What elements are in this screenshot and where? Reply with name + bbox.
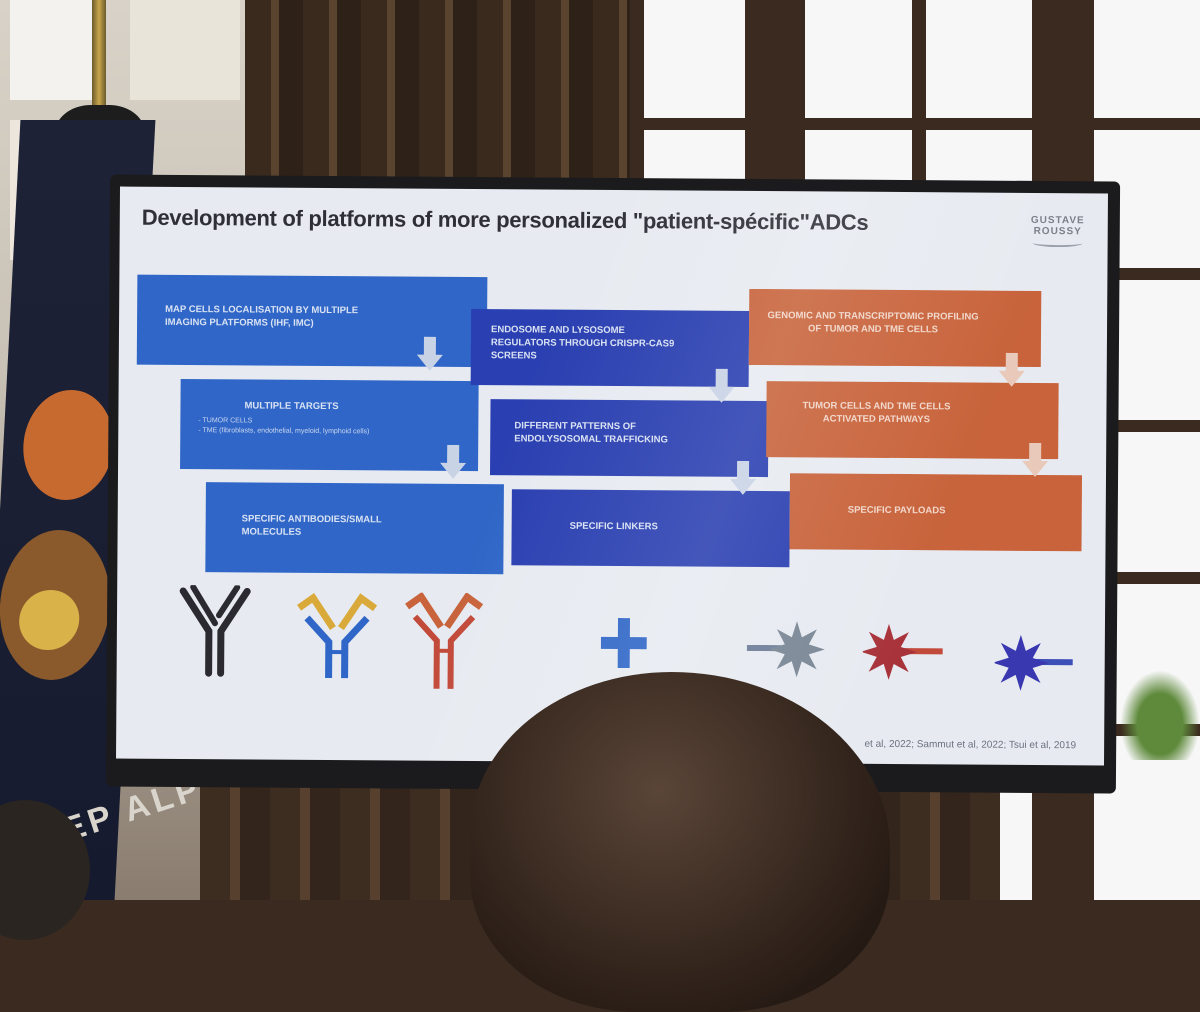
red-star-payload-icon <box>862 622 943 683</box>
box-genomic-profiling: GENOMIC AND TRANSCRIPTOMIC PROFILING OF … <box>748 288 1042 367</box>
down-arrow-icon <box>440 444 467 479</box>
window-mullion <box>912 0 926 190</box>
antibody-blue-yellow-icon <box>293 592 382 685</box>
down-arrow-icon <box>416 336 443 371</box>
box-text: MAP CELLS LOCALISATION BY MULTIPLE IMAGI… <box>165 303 359 329</box>
window-transom <box>630 118 1200 130</box>
box-text: GENOMIC AND TRANSCRIPTOMIC PROFILING OF … <box>767 310 979 336</box>
box-text: SPECIFIC PAYLOADS <box>847 504 946 517</box>
window-mullion <box>630 0 644 190</box>
palm-tree <box>1120 670 1200 760</box>
box-endosome-regulators: ENDOSOME AND LYSOSOME REGULATORS THROUGH… <box>470 309 750 387</box>
blue-star-payload-icon <box>994 633 1074 694</box>
slide-references: et al, 2022; Sammut et al, 2022; Tsui et… <box>864 738 1077 752</box>
flag-pole <box>92 0 106 110</box>
window-transom <box>1094 420 1200 432</box>
presentation-screen: Development of platforms of more persona… <box>116 186 1108 766</box>
window-transom <box>1094 572 1200 584</box>
box-text: TUMOR CELLS AND TME CELLS ACTIVATED PATH… <box>802 400 951 426</box>
slide-title: Development of platforms of more persona… <box>141 204 869 235</box>
box-text: MULTIPLE TARGETS <box>244 400 339 413</box>
antibody-black-icon <box>175 584 256 678</box>
box-specific-antibodies: SPECIFIC ANTIBODIES/SMALL MOLECULES <box>205 482 504 575</box>
box-endolysosomal-trafficking: DIFFERENT PATTERNS OF ENDOLYSOSOMAL TRAF… <box>490 399 769 478</box>
left-window-pane <box>130 0 240 100</box>
box-specific-linkers: SPECIFIC LINKERS <box>511 489 790 568</box>
logo-line-2: ROUSSY <box>1033 225 1082 238</box>
blue-cross-icon <box>600 618 647 669</box>
window-transom <box>1094 268 1200 280</box>
down-arrow-icon <box>708 368 735 403</box>
box-text: SPECIFIC LINKERS <box>569 520 658 533</box>
box-text: DIFFERENT PATTERNS OF ENDOLYSOSOMAL TRAF… <box>514 420 668 446</box>
box-activated-pathways: TUMOR CELLS AND TME CELLS ACTIVATED PATH… <box>766 381 1059 460</box>
down-arrow-icon <box>1022 442 1049 477</box>
logo-swoosh-icon <box>1032 238 1083 248</box>
flag-emblem <box>20 390 117 500</box>
box-text: ENDOSOME AND LYSOSOME REGULATORS THROUGH… <box>490 324 675 362</box>
window-mullion <box>745 0 805 190</box>
down-arrow-icon <box>729 460 756 495</box>
down-arrow-icon <box>998 352 1025 387</box>
antibody-red-icon <box>402 592 485 694</box>
gray-star-payload-icon <box>746 619 827 680</box>
box-specific-payloads: SPECIFIC PAYLOADS <box>789 473 1083 552</box>
gustave-roussy-logo: GUSTAVE ROUSSY <box>1026 214 1090 248</box>
logo-line-1: GUSTAVE <box>1030 214 1085 227</box>
left-window-pane <box>10 0 100 100</box>
box-subtext: - TME (fibroblasts, endothelial, myeloid… <box>198 427 370 436</box>
carved-wood-panel <box>245 0 635 190</box>
box-multiple-targets: MULTIPLE TARGETS - TUMOR CELLS - TME (fi… <box>180 378 479 472</box>
box-text: SPECIFIC ANTIBODIES/SMALL MOLECULES <box>241 513 382 538</box>
